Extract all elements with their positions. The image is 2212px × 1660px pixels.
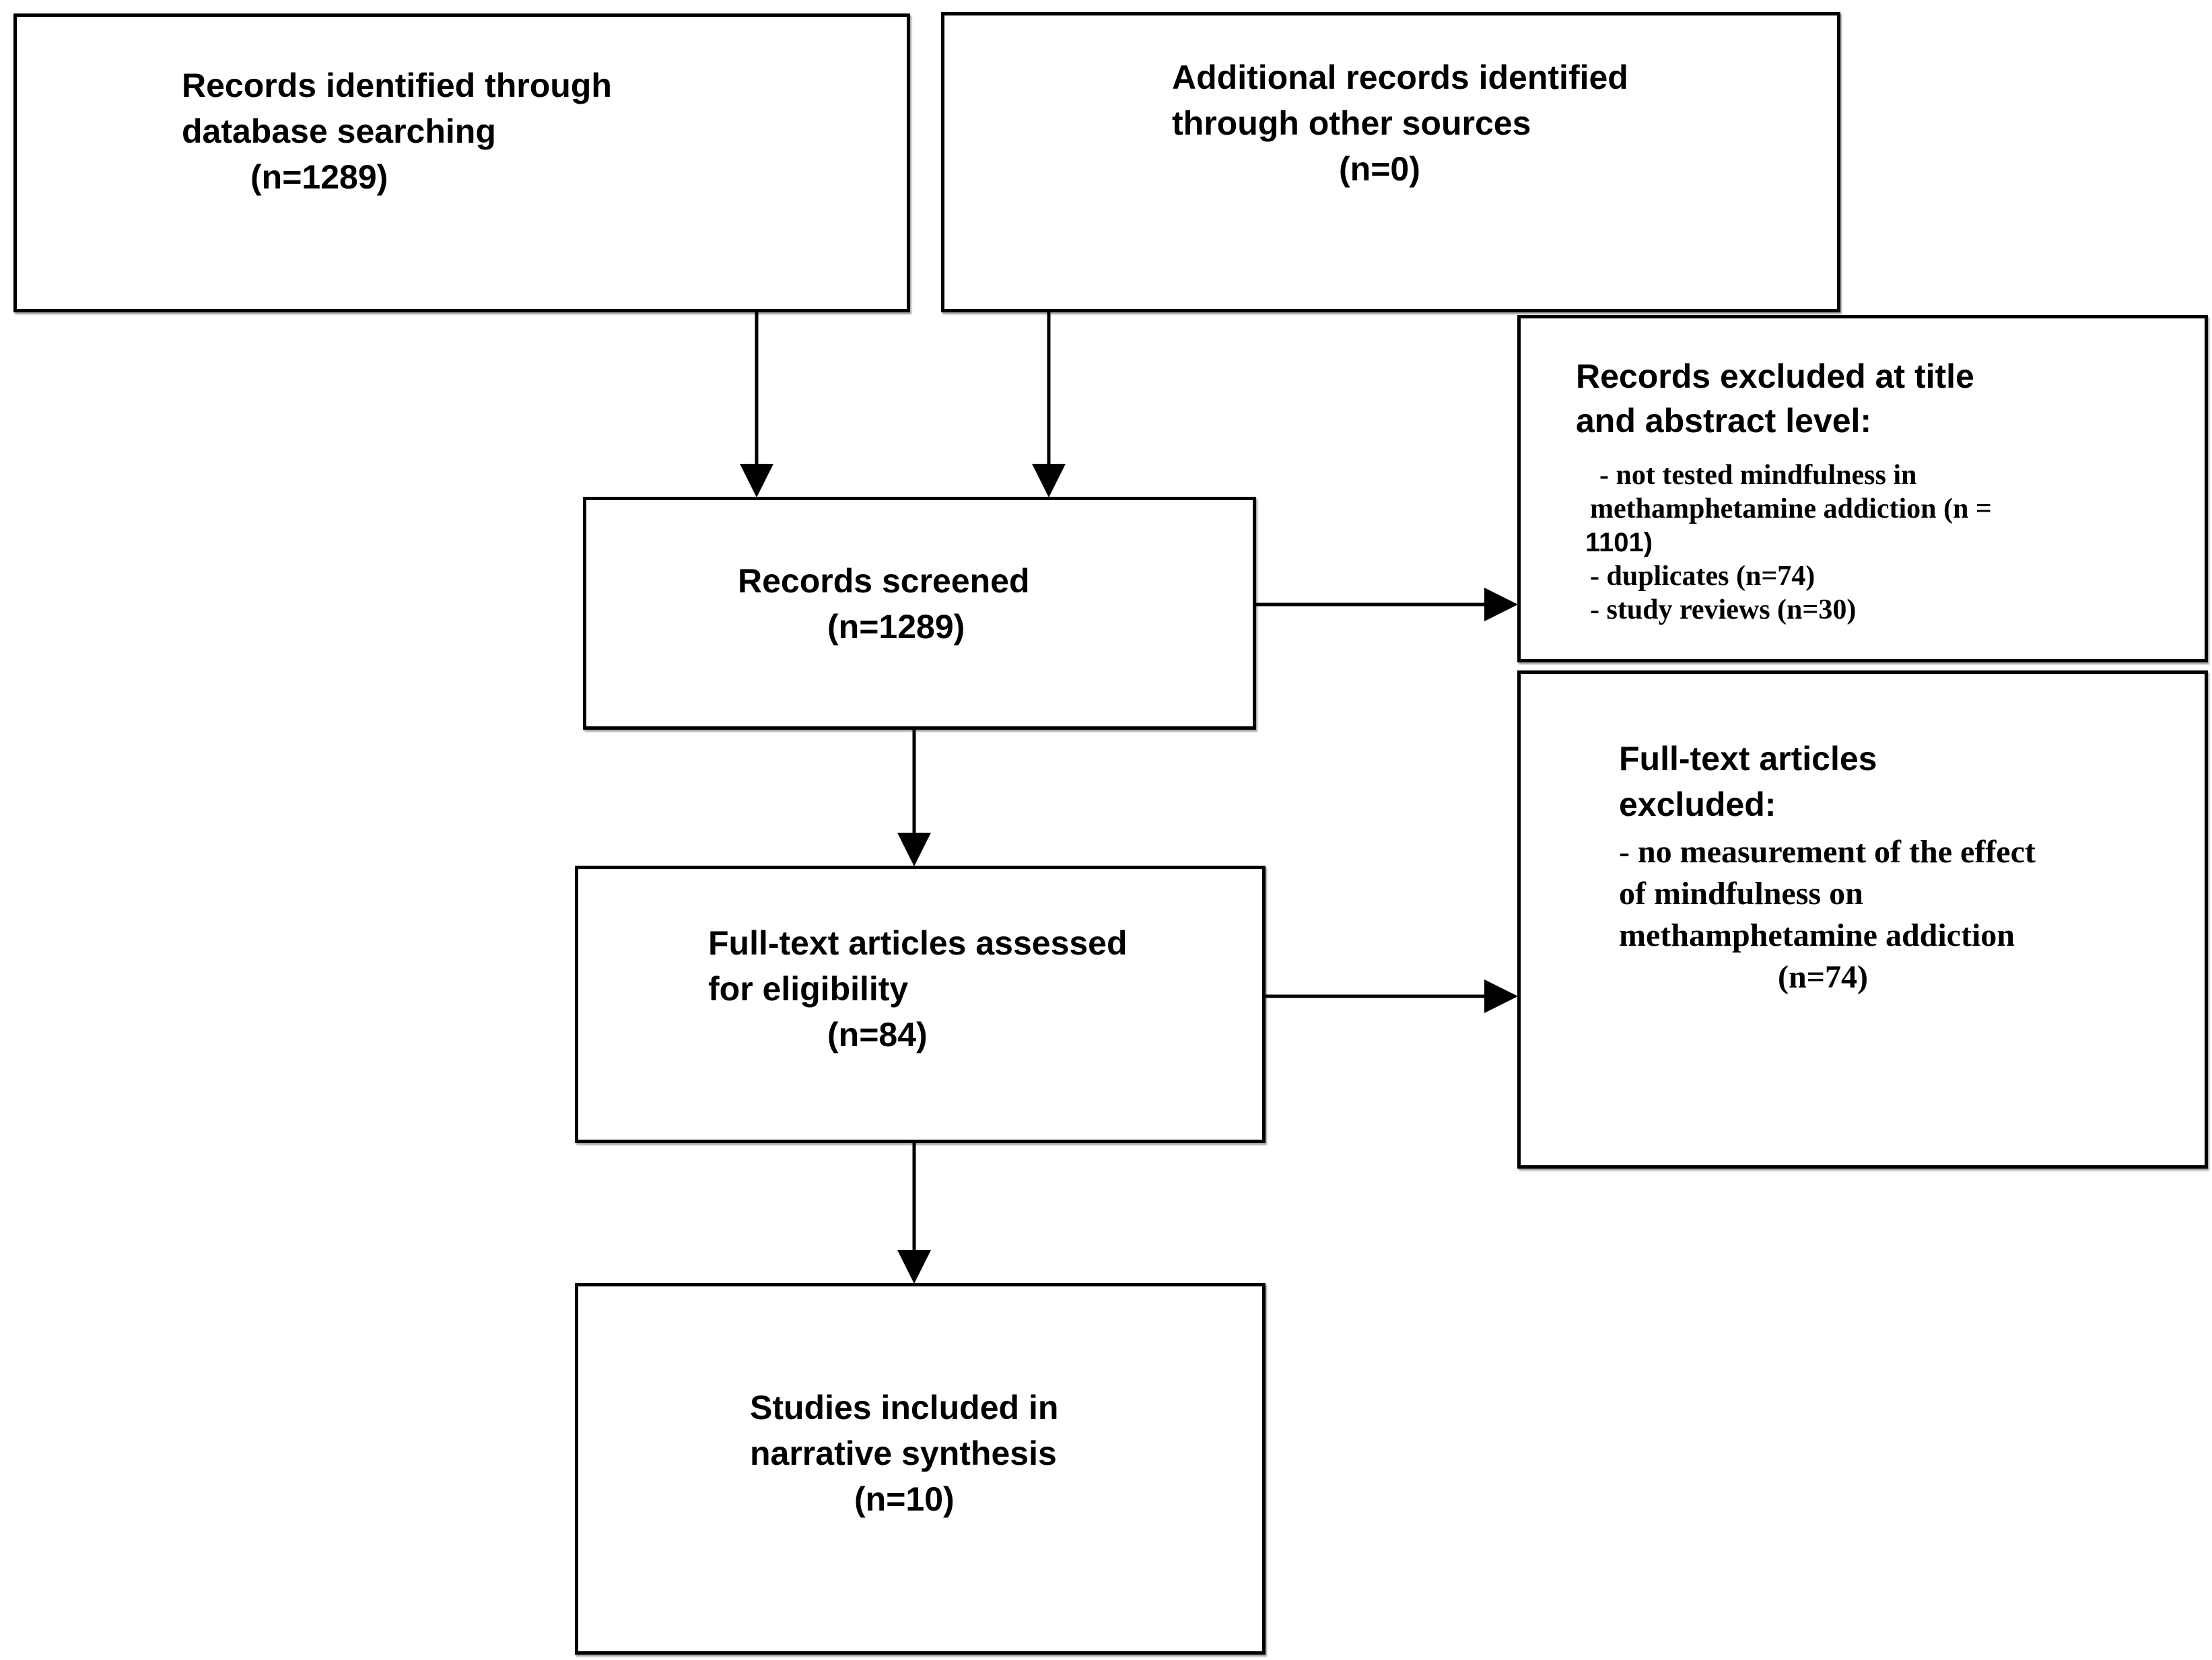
exclusion-item: methamphetamine addiction xyxy=(1619,918,2015,953)
box-fulltext-assessed: Full-text articles assessed for eligibil… xyxy=(575,866,1266,1143)
box-line: Full-text articles assessed xyxy=(708,924,1128,962)
exclusion-item: methamphetamine addiction (n = xyxy=(1590,493,1992,524)
exclusion-item: - no measurement of the effect xyxy=(1619,834,2036,870)
box-additional-records: Additional records identified through ot… xyxy=(941,12,1840,312)
exclusion-item: - not tested mindfulness in xyxy=(1599,460,1917,491)
exclusion-item: - duplicates (n=74) xyxy=(1590,561,1816,592)
exclusion-item: of mindfulness on xyxy=(1619,876,1863,911)
box-line: Studies included in xyxy=(750,1389,1059,1426)
box-line: through other sources xyxy=(1172,104,1531,142)
box-line: Records screened xyxy=(738,562,1030,600)
exclusion-item: (n=74) xyxy=(1778,959,1869,995)
exclusion-item: 1101) xyxy=(1585,528,1653,557)
box-studies-included: Studies included in narrative synthesis … xyxy=(575,1283,1266,1655)
box-heading: and abstract level: xyxy=(1576,402,1872,440)
box-records-screened: Records screened (n=1289) xyxy=(583,497,1256,730)
box-line: database searching xyxy=(182,112,496,150)
box-line: Additional records identified xyxy=(1172,59,1628,96)
box-line: (n=1289) xyxy=(250,158,388,196)
box-line: for eligibility xyxy=(708,970,909,1008)
box-line: (n=84) xyxy=(827,1016,928,1053)
exclusion-item: - study reviews (n=30) xyxy=(1590,594,1857,625)
box-line: (n=10) xyxy=(854,1480,955,1518)
box-heading: excluded: xyxy=(1619,786,1776,823)
box-line: (n=0) xyxy=(1339,150,1420,188)
box-line: (n=1289) xyxy=(827,608,965,646)
box-line: Records identified through xyxy=(182,67,612,104)
box-heading: Records excluded at title xyxy=(1576,357,1974,395)
box-heading: Full-text articles xyxy=(1619,740,1877,777)
box-records-excluded-title-abstract: Records excluded at title and abstract l… xyxy=(1517,315,2208,662)
box-line: narrative synthesis xyxy=(750,1434,1057,1472)
box-records-identified-database: Records identified through database sear… xyxy=(13,13,910,312)
box-fulltext-excluded: Full-text articles excluded: - no measur… xyxy=(1517,670,2208,1169)
